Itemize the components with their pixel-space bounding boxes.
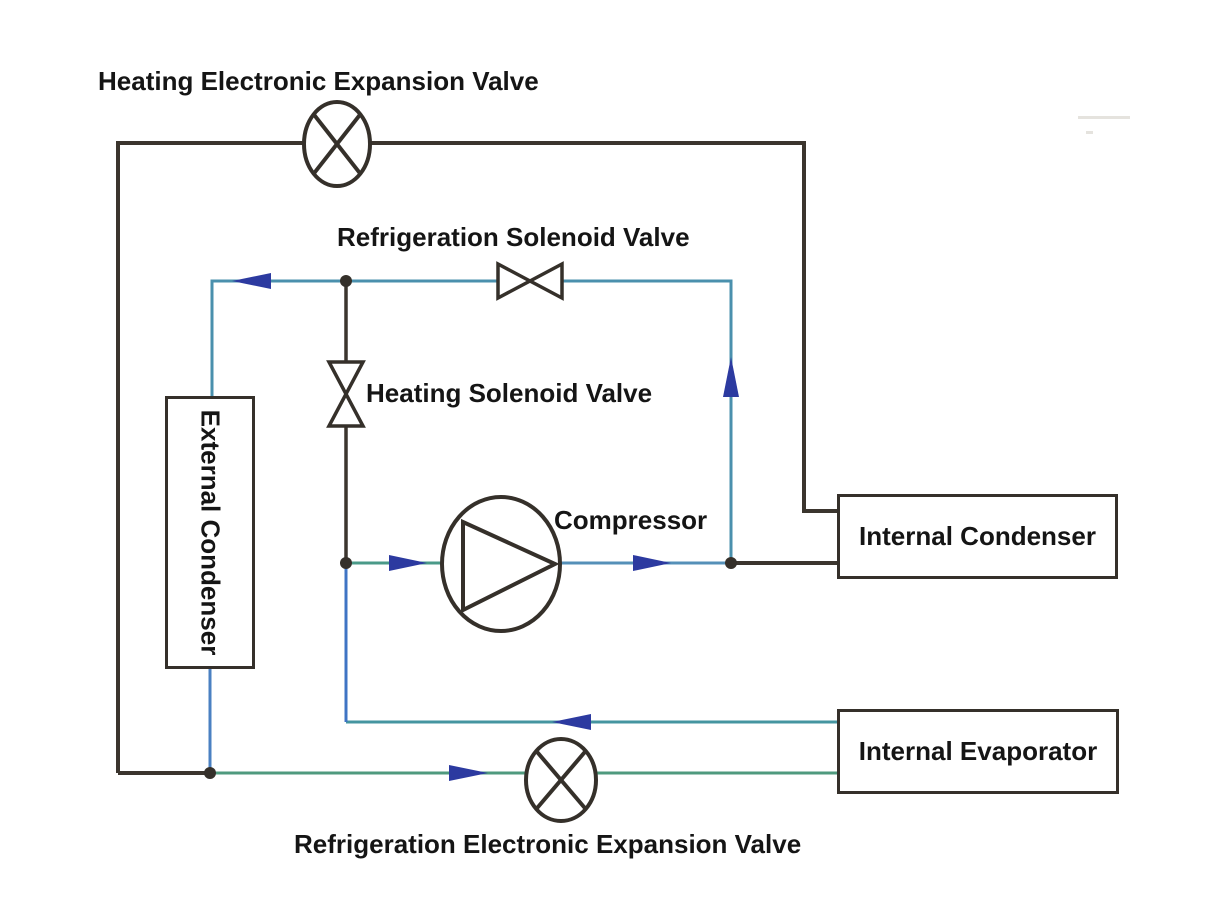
heating-eev-symbol-icon xyxy=(302,100,372,188)
compressor-label: Compressor xyxy=(554,505,708,535)
internal-evaporator-label: Internal Evaporator xyxy=(858,736,1098,766)
pipe-refrigeration-solenoid-line xyxy=(210,279,733,561)
compressor-symbol-icon xyxy=(440,495,562,633)
heating-solenoid-valve-icon xyxy=(326,360,366,428)
heating-solenoid-valve-label: Heating Solenoid Valve xyxy=(366,378,653,408)
junction-dot xyxy=(204,767,216,779)
heating-eev-label: Heating Electronic Expansion Valve xyxy=(98,66,539,96)
internal-condenser-label: Internal Condenser xyxy=(859,521,1096,551)
junction-dot xyxy=(340,275,352,287)
junction-dot xyxy=(340,557,352,569)
refrigeration-eev-label: Refrigeration Electronic Expansion Valve xyxy=(294,829,802,859)
flow-arrow-left-icon xyxy=(552,714,591,730)
flow-arrow-left-icon xyxy=(232,273,271,289)
flow-arrow-right-icon xyxy=(449,765,488,781)
external-condenser-label: External Condenser xyxy=(195,409,226,656)
junction-dot xyxy=(725,557,737,569)
refrigeration-solenoid-valve-icon xyxy=(496,261,564,301)
flow-arrow-right-icon xyxy=(633,555,671,571)
internal-condenser-box: Internal Condenser xyxy=(837,494,1118,579)
internal-evaporator-box: Internal Evaporator xyxy=(837,709,1119,794)
refrigeration-solenoid-valve-label: Refrigeration Solenoid Valve xyxy=(337,222,690,252)
scan-artifact xyxy=(1086,131,1093,134)
pipe-heating-loop xyxy=(116,141,838,773)
external-condenser-box: External Condenser xyxy=(165,396,255,669)
scan-artifact xyxy=(1078,116,1130,119)
flow-arrow-right-icon xyxy=(389,555,427,571)
flow-arrow-up-icon xyxy=(723,357,739,397)
refrigeration-eev-symbol-icon xyxy=(524,737,598,823)
